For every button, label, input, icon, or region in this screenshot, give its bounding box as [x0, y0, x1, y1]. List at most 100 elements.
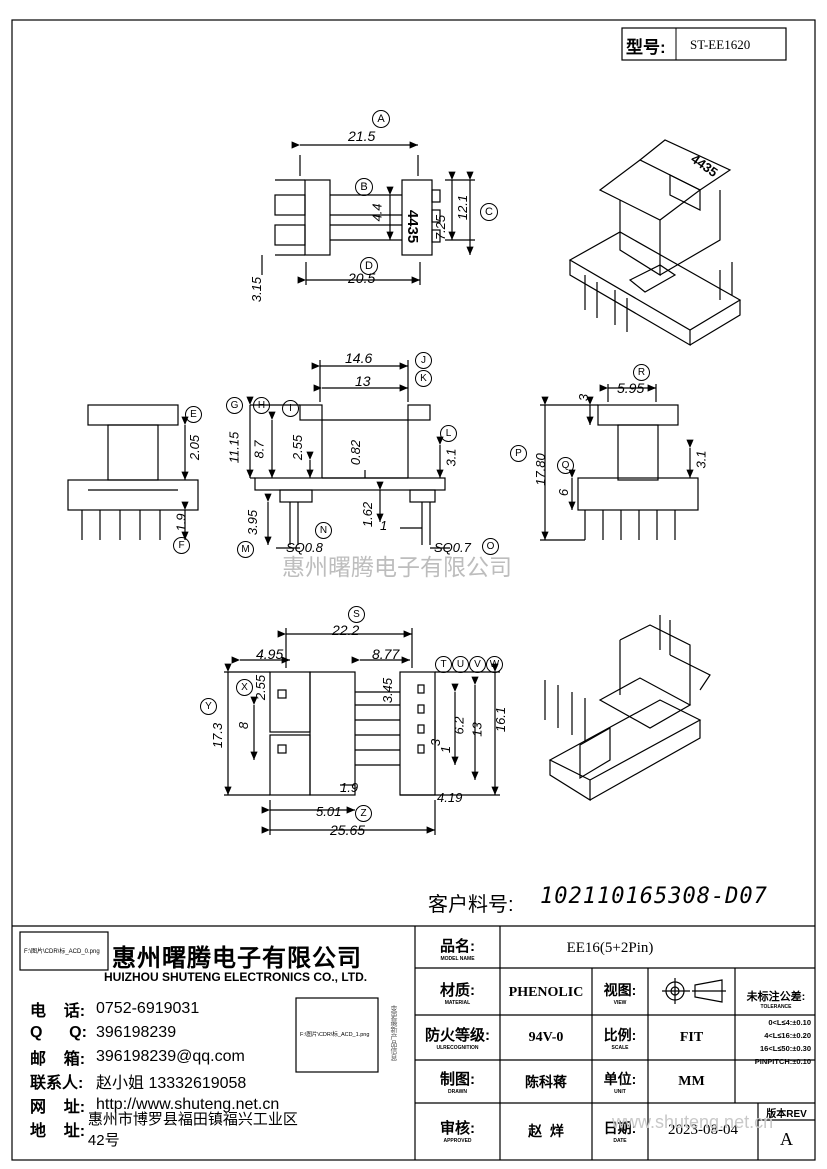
dim-1-bottom: 1 [438, 745, 454, 754]
contact-value: 惠州市博罗县福田镇福兴工业区42号 [87, 1111, 298, 1149]
dim-21-5: 21.5 [348, 128, 376, 144]
contact-row: 网 址: http://www.shuteng.net.cn [30, 1093, 300, 1117]
circle-label-y: Y [200, 698, 217, 715]
dim-2-05: 2.05 [187, 434, 203, 461]
tolerance-title: 未标注公差: [746, 991, 806, 1003]
contact-row: 邮 箱: 396198239@qq.com [30, 1045, 300, 1069]
material-label: 材质: [440, 982, 475, 999]
circle-label-c: C [480, 203, 498, 221]
scale-sub: SCALE [611, 1044, 629, 1051]
dim-1-9-bottom: 1.9 [340, 780, 359, 795]
view-label: 视图: [603, 981, 637, 998]
iso-view-bottom [544, 615, 711, 802]
drawn-sub: DRAWN [448, 1089, 467, 1095]
dim-4-4: 4.4 [369, 203, 385, 222]
contact-value: 0752-6919031 [96, 1000, 200, 1017]
version-value: A [780, 1129, 793, 1149]
circle-label-i: I [282, 400, 299, 417]
circle-label-n: N [315, 522, 332, 539]
dim-12-1: 12.1 [455, 194, 471, 221]
dim-1-9-front: 1.9 [173, 513, 189, 532]
contact-value: 396198239 [96, 1024, 177, 1041]
date-sub: DATE [613, 1137, 627, 1144]
circle-label-z: Z [355, 805, 372, 822]
material-sub: MATERIAL [444, 1000, 471, 1006]
dim-8-7: 8.7 [251, 440, 267, 459]
tolerance-row: 0<L≤4:±0.10 [768, 1018, 811, 1027]
flame-label: 防火等级: [425, 1027, 490, 1044]
dim-13: 13 [355, 373, 371, 389]
date-label-cell: 日期: DATE [592, 1103, 648, 1158]
scale-label: 比例: [603, 1026, 637, 1043]
dim-2-55-bottom: 2.55 [253, 674, 269, 701]
circle-label-k: K [415, 370, 432, 387]
dim-3-side: 3 [576, 393, 592, 402]
dim-22-2: 22.2 [332, 622, 360, 638]
model-value: ST-EE1620 [690, 37, 751, 52]
customer-part-label: 客户料号: [428, 894, 514, 916]
dim-sq0-7: SQ0.7 [434, 540, 471, 555]
approved-value: 赵 烊 [528, 1122, 564, 1139]
dim-8: 8 [236, 721, 252, 730]
material-label-cell: 材质: MATERIAL [415, 970, 500, 1015]
dim-2-55: 2.55 [290, 434, 306, 461]
dim-14-6: 14.6 [345, 350, 373, 366]
circle-label-e: E [185, 406, 202, 423]
contact-label: 网 址: [30, 1099, 86, 1116]
product-name-value: EE16(5+2Pin) [566, 939, 654, 956]
circle-label-s: S [348, 606, 365, 623]
contact-list: 电 话: 0752-6919031 Q Q: 396198239 邮 箱: 39… [30, 997, 300, 1149]
company-logo-path: F:\图片\CDR\标_ACD_0.png [24, 949, 100, 955]
dim-3-95: 3.95 [245, 509, 261, 536]
title-block-grid [12, 925, 815, 1160]
dim-3-1-side: 3.1 [693, 450, 709, 469]
tolerance-row: 16<L≤50:±0.30 [760, 1044, 811, 1053]
version-label: 版本REV [766, 1108, 807, 1120]
dim-4-19: 4.19 [437, 790, 463, 805]
dim-20-5: 20.5 [348, 270, 376, 286]
dim-16-1: 16.1 [493, 706, 509, 733]
contact-label: Q Q: [30, 1024, 87, 1041]
flame-sub: ULRECOGNITION [436, 1045, 479, 1051]
product-name-label-cell: 品名: MODEL NAME [415, 928, 500, 968]
view-label-cell: 视图: VIEW [592, 970, 648, 1015]
dim-6-2: 6.2 [451, 716, 467, 735]
tolerance-row: 4<L≤16:±0.20 [764, 1031, 811, 1040]
circle-label-h: H [253, 397, 270, 414]
dim-3-1-front: 3.1 [443, 448, 459, 467]
flame-value: 94V-0 [528, 1029, 564, 1045]
circle-label-x: X [236, 679, 253, 696]
watermark-text: 惠州曙腾电子有限公司 [282, 554, 512, 580]
front-view-left [67, 404, 199, 540]
contact-label: 联系人: [30, 1075, 84, 1092]
contact-value: http://www.shuteng.net.cn [96, 1096, 280, 1113]
company-name-en: HUIZHOU SHUTENG ELECTRONICS CO., LTD. [104, 970, 368, 984]
contact-label: 电 话: [30, 1003, 86, 1020]
circle-label-t: T [435, 656, 452, 673]
circle-label-u: U [452, 656, 469, 673]
dim-11-15: 11.15 [226, 431, 242, 464]
part-stamp-top: 4435 [404, 209, 422, 244]
unit-value: MM [678, 1073, 705, 1089]
circle-label-g: G [226, 397, 243, 414]
dim-6: 6 [556, 488, 572, 497]
approved-label-cell: 审核: APPROVED [415, 1103, 500, 1158]
contact-row: Q Q: 396198239 [30, 1021, 300, 1045]
circle-label-j: J [415, 352, 432, 369]
circle-label-f: F [173, 537, 190, 554]
contact-row: 联系人: 赵小姐 13332619058 [30, 1069, 300, 1093]
tolerance-block: 未标注公差: TOLERANCE 0<L≤4:±0.10 4<L≤16:±0.2… [737, 988, 815, 1068]
customer-part-value: 102110165308-D07 [540, 884, 768, 909]
dim-13-bottom: 13 [469, 722, 485, 737]
view-sub: VIEW [613, 999, 627, 1006]
contact-label: 邮 箱: [30, 1051, 86, 1068]
dim-7-25: 7.25 [433, 214, 449, 241]
dim-8-77: 8.77 [372, 646, 400, 662]
footer-watermark: www.shuteng.net.cn [612, 1112, 774, 1132]
circle-label-r: R [633, 364, 650, 381]
side-view [540, 384, 699, 541]
top-view [261, 141, 475, 285]
circle-label-w: W [486, 656, 503, 673]
dim-5-01: 5.01 [316, 804, 342, 819]
circle-label-v: V [469, 656, 486, 673]
